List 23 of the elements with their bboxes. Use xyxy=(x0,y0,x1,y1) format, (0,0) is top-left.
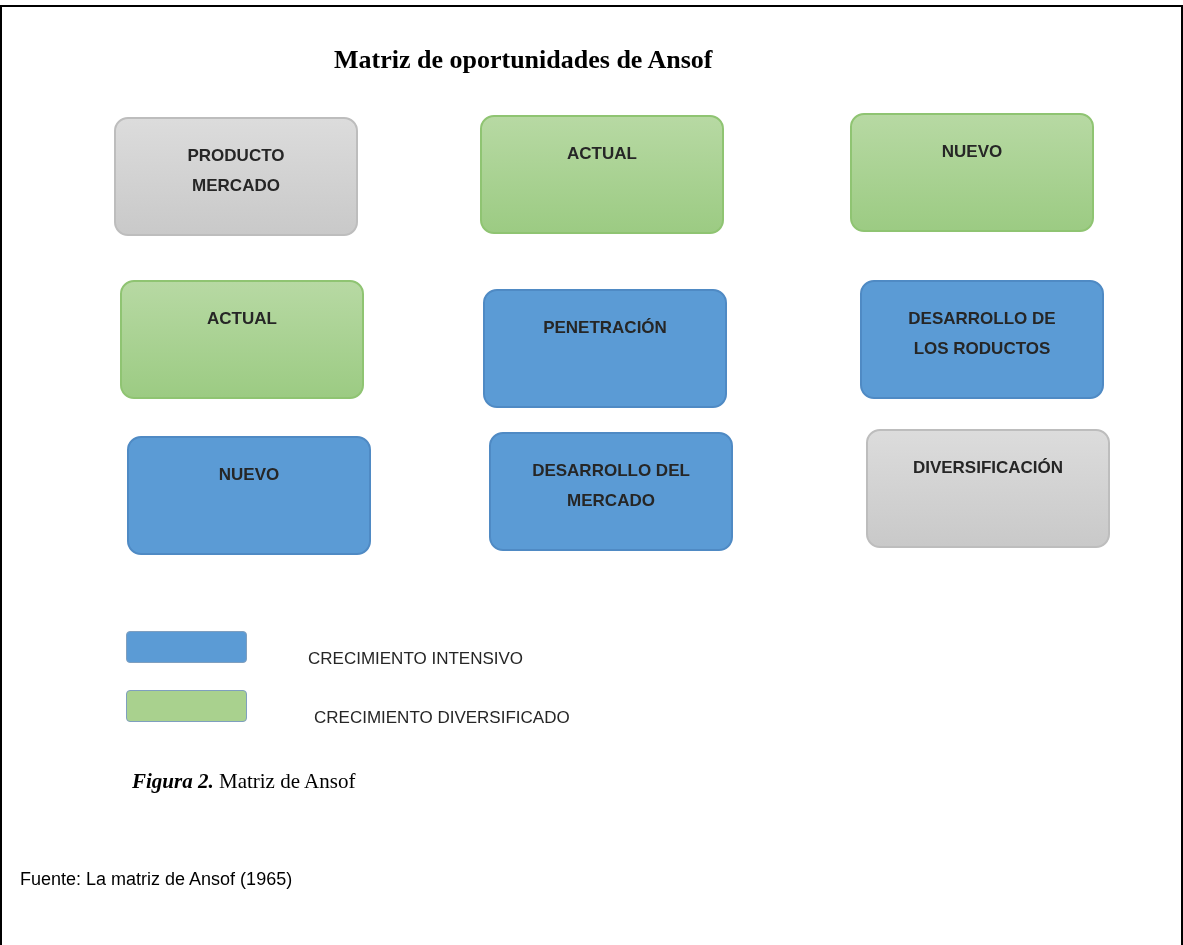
category-box xyxy=(866,429,1110,548)
legend-text: CRECIMIENTO DIVERSIFICADO xyxy=(314,707,570,729)
box-label: NUEVO xyxy=(940,141,1004,163)
box-label: DIVERSIFICACIÓN xyxy=(911,457,1065,479)
box-label: DESARROLLO DEL MERCADO xyxy=(531,460,691,512)
category-box xyxy=(480,115,724,234)
category-box xyxy=(489,432,733,551)
category-box xyxy=(850,113,1094,232)
category-box xyxy=(120,280,364,399)
box-label: PENETRACIÓN xyxy=(542,317,668,339)
caption: Figura 2. Matriz de Ansof xyxy=(132,768,356,795)
category-box xyxy=(860,280,1104,399)
source-note: Fuente: La matriz de Ansof (1965) xyxy=(20,868,293,891)
category-box xyxy=(127,436,371,555)
legend-text: CRECIMIENTO INTENSIVO xyxy=(308,648,524,670)
box-label: DESARROLLO DE LOS RODUCTOS xyxy=(907,308,1057,360)
box-label: ACTUAL xyxy=(206,308,278,330)
category-box xyxy=(483,289,727,408)
title: Matriz de oportunidades de Ansof xyxy=(334,44,713,76)
box-label: NUEVO xyxy=(217,464,281,486)
box-label: ACTUAL xyxy=(566,143,638,165)
category-box xyxy=(114,117,358,236)
box-label: PRODUCTO MERCADO xyxy=(186,145,286,197)
